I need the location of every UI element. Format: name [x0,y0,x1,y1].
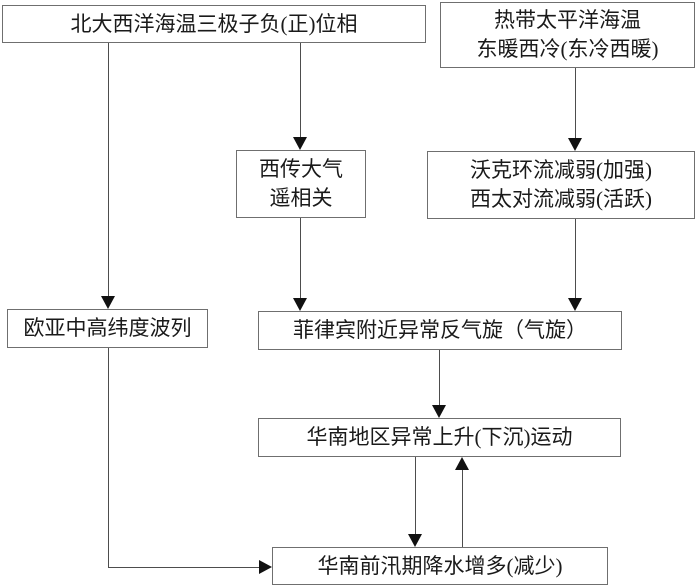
node-label: 华南地区异常上升(下沉)运动 [306,425,573,449]
node-westward-atmospheric-teleconnection: 西传大气 遥相关 [236,150,366,218]
connector-wavetrain-to-precipitation-horizontal [108,567,260,568]
arrowhead-down-icon [293,298,307,311]
node-label: 西太对流减弱(活跃) [470,187,652,211]
node-eurasian-mid-high-latitude-wave-train: 欧亚中高纬度波列 [7,309,208,348]
node-south-china-vertical-motion: 华南地区异常上升(下沉)运动 [258,418,621,457]
node-label: 菲律宾附近异常反气旋（气旋） [293,318,587,342]
node-label: 西传大气 [259,157,343,181]
connector-teleconnection-to-anticyclone [300,218,301,299]
node-walker-circulation: 沃克环流减弱(加强) 西太对流减弱(活跃) [427,151,695,219]
node-label: 热带太平洋海温 [494,8,641,32]
node-south-china-pre-flood-precipitation: 华南前汛期降水增多(减少) [272,547,608,585]
connector-pacific-to-walker [575,68,576,139]
arrowhead-down-icon [568,138,582,151]
node-tropical-pacific-sst: 热带太平洋海温 东暖西冷(东冷西暖) [440,2,695,68]
arrowhead-down-icon [408,534,422,547]
connector-precipitation-to-motion [462,470,463,547]
node-label: 东暖西冷(东冷西暖) [476,37,659,61]
connector-walker-to-anticyclone [575,219,576,299]
node-label: 沃克环流减弱(加强) [470,158,652,182]
arrowhead-down-icon [101,296,115,309]
arrowhead-up-icon [455,457,469,470]
node-north-atlantic-sst-tripole: 北大西洋海温三极子负(正)位相 [2,5,426,43]
connector-anticyclone-to-motion [439,350,440,406]
arrowhead-down-icon [432,405,446,418]
connector-atlantic-to-wavetrain [108,43,109,297]
arrowhead-right-icon [259,560,272,574]
connector-wavetrain-to-precipitation-vertical [108,348,109,567]
node-label: 北大西洋海温三极子负(正)位相 [70,11,358,36]
arrowhead-down-icon [568,298,582,311]
node-philippines-anomalous-anticyclone: 菲律宾附近异常反气旋（气旋） [258,311,622,350]
node-label: 华南前汛期降水增多(减少) [317,553,563,578]
connector-motion-to-precipitation [415,457,416,535]
connector-atlantic-to-teleconnection [300,43,301,138]
node-label: 遥相关 [269,186,333,210]
arrowhead-down-icon [293,137,307,150]
node-label: 欧亚中高纬度波列 [23,316,192,340]
